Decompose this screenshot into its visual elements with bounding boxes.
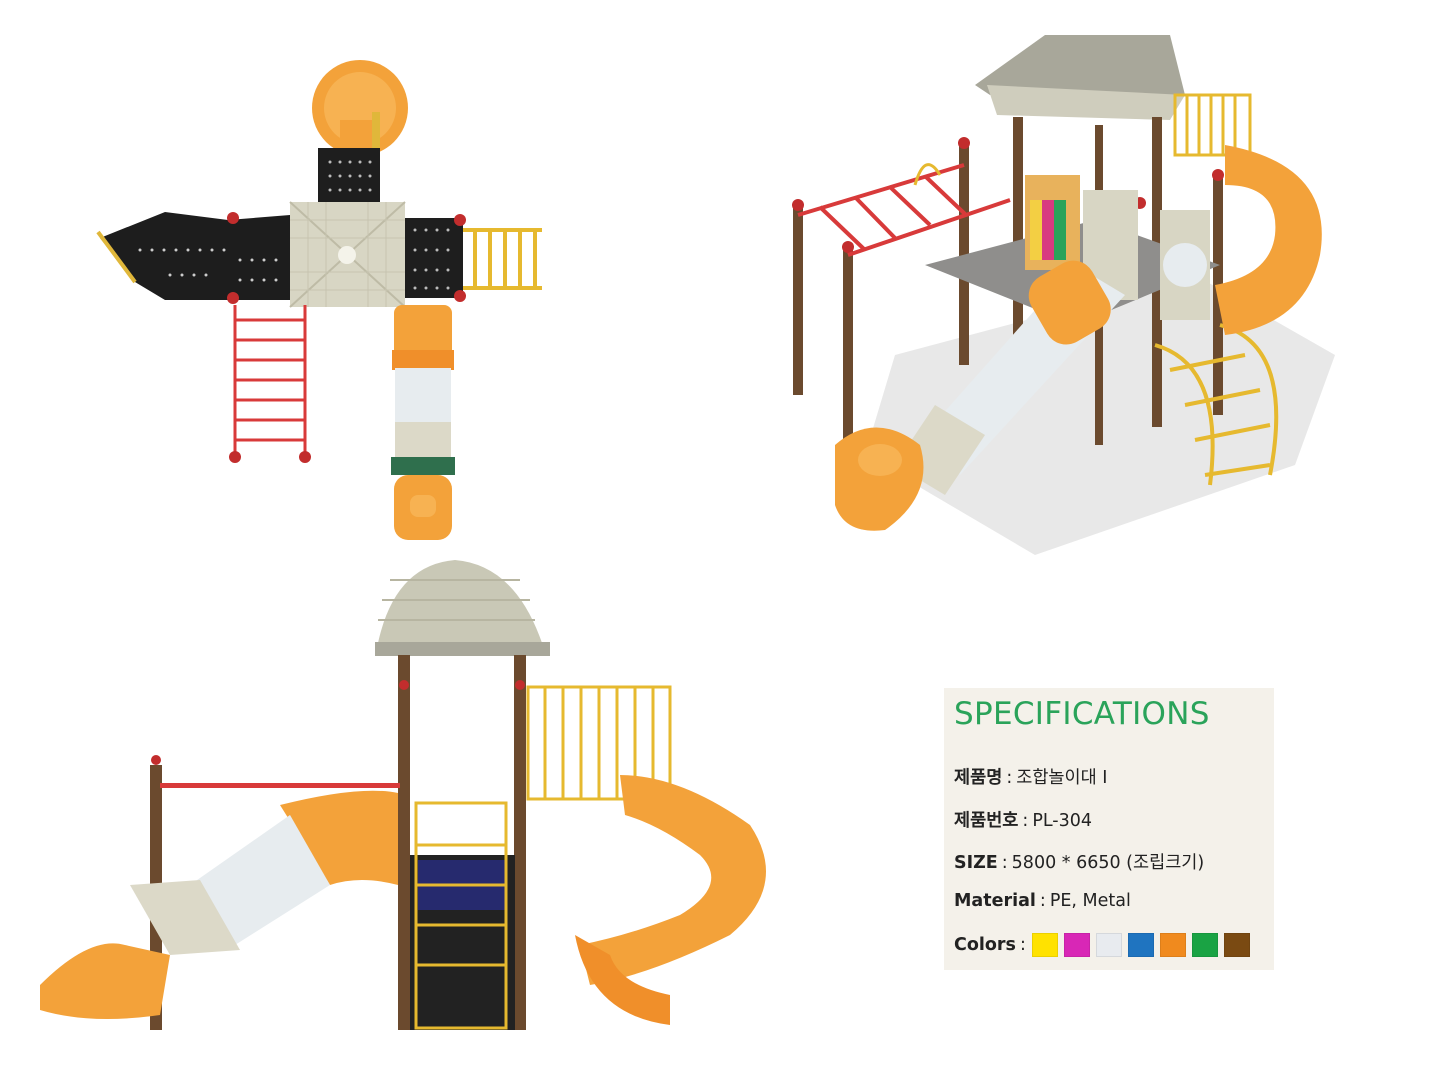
spec-row-material: Material:PE, Metal	[954, 891, 1131, 911]
color-swatches	[1031, 933, 1250, 957]
color-swatch-2	[1063, 933, 1090, 957]
spec-value-product-code: PL-304	[1032, 811, 1093, 831]
spec-row-product-name: 제품명:조합놀이대 I	[954, 764, 1107, 789]
isometric-view-illustration	[775, 25, 1340, 565]
spec-separator: :	[1039, 891, 1046, 911]
spec-label-product-code: 제품번호	[954, 811, 1019, 831]
spec-value-material: PE, Metal	[1049, 891, 1131, 911]
spec-separator: :	[1019, 935, 1026, 955]
spec-separator: :	[1022, 811, 1029, 831]
side-view-illustration	[30, 555, 775, 1035]
spec-label-material: Material	[954, 891, 1036, 911]
spec-label-product-name: 제품명	[954, 768, 1003, 788]
color-swatch-1	[1031, 933, 1058, 957]
color-swatch-7	[1223, 933, 1250, 957]
spec-row-size: SIZE:5800 * 6650 (조립크기)	[954, 849, 1204, 874]
spec-value-size: 5800 * 6650 (조립크기)	[1011, 853, 1205, 873]
color-swatch-6	[1191, 933, 1218, 957]
spec-label-colors: Colors	[954, 935, 1016, 955]
color-swatch-5	[1159, 933, 1186, 957]
specifications-title: SPECIFICATIONS	[954, 696, 1210, 732]
spec-separator: :	[1001, 853, 1008, 873]
spec-label-size: SIZE	[954, 853, 998, 873]
specifications-card: SPECIFICATIONS 제품명:조합놀이대 I 제품번호:PL-304 S…	[944, 688, 1274, 970]
spec-row-colors: Colors:	[954, 933, 1250, 957]
spec-row-product-code: 제품번호:PL-304	[954, 807, 1092, 832]
top-view-illustration	[90, 50, 560, 550]
spec-separator: :	[1006, 768, 1013, 788]
spec-value-product-name: 조합놀이대 I	[1016, 768, 1108, 788]
color-swatch-4	[1127, 933, 1154, 957]
color-swatch-3	[1095, 933, 1122, 957]
